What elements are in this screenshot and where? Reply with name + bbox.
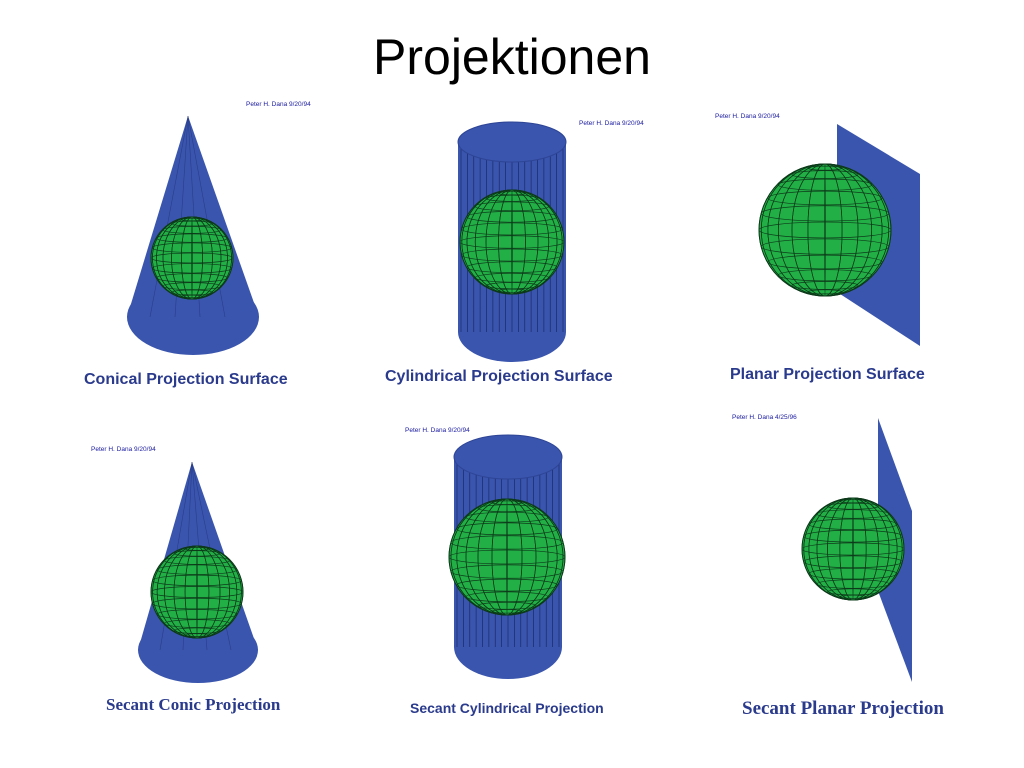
caption-conical: Conical Projection Surface [84, 371, 288, 388]
globe [448, 498, 566, 616]
globe [150, 216, 234, 300]
secant-planar-projection-diagram [801, 418, 912, 682]
secant-cylindrical-projection-diagram [448, 434, 566, 679]
globe [758, 163, 892, 297]
secant-conic-projection-diagram [138, 461, 258, 683]
credit-conical: Peter H. Dana 9/20/94 [246, 101, 311, 108]
globe [459, 189, 565, 295]
cylindrical-projection-diagram [457, 121, 567, 362]
caption-secant-planar: Secant Planar Projection [742, 698, 944, 719]
caption-cylindrical: Cylindrical Projection Surface [385, 368, 613, 385]
credit-secant-planar: Peter H. Dana 4/25/96 [732, 414, 797, 421]
credit-cylindrical: Peter H. Dana 9/20/94 [579, 120, 644, 127]
caption-planar: Planar Projection Surface [730, 366, 925, 383]
planar-projection-diagram [758, 124, 920, 346]
conical-projection-diagram [127, 115, 259, 355]
caption-secant-conic: Secant Conic Projection [106, 695, 281, 714]
credit-secant-cylindrical: Peter H. Dana 9/20/94 [405, 427, 470, 434]
credit-secant-conic: Peter H. Dana 9/20/94 [91, 446, 156, 453]
globe [150, 545, 244, 639]
slide-title: Projektionen [373, 29, 651, 85]
caption-secant-cylindrical: Secant Cylindrical Projection [410, 700, 604, 716]
credit-planar: Peter H. Dana 9/20/94 [715, 113, 780, 120]
globe [801, 497, 905, 601]
